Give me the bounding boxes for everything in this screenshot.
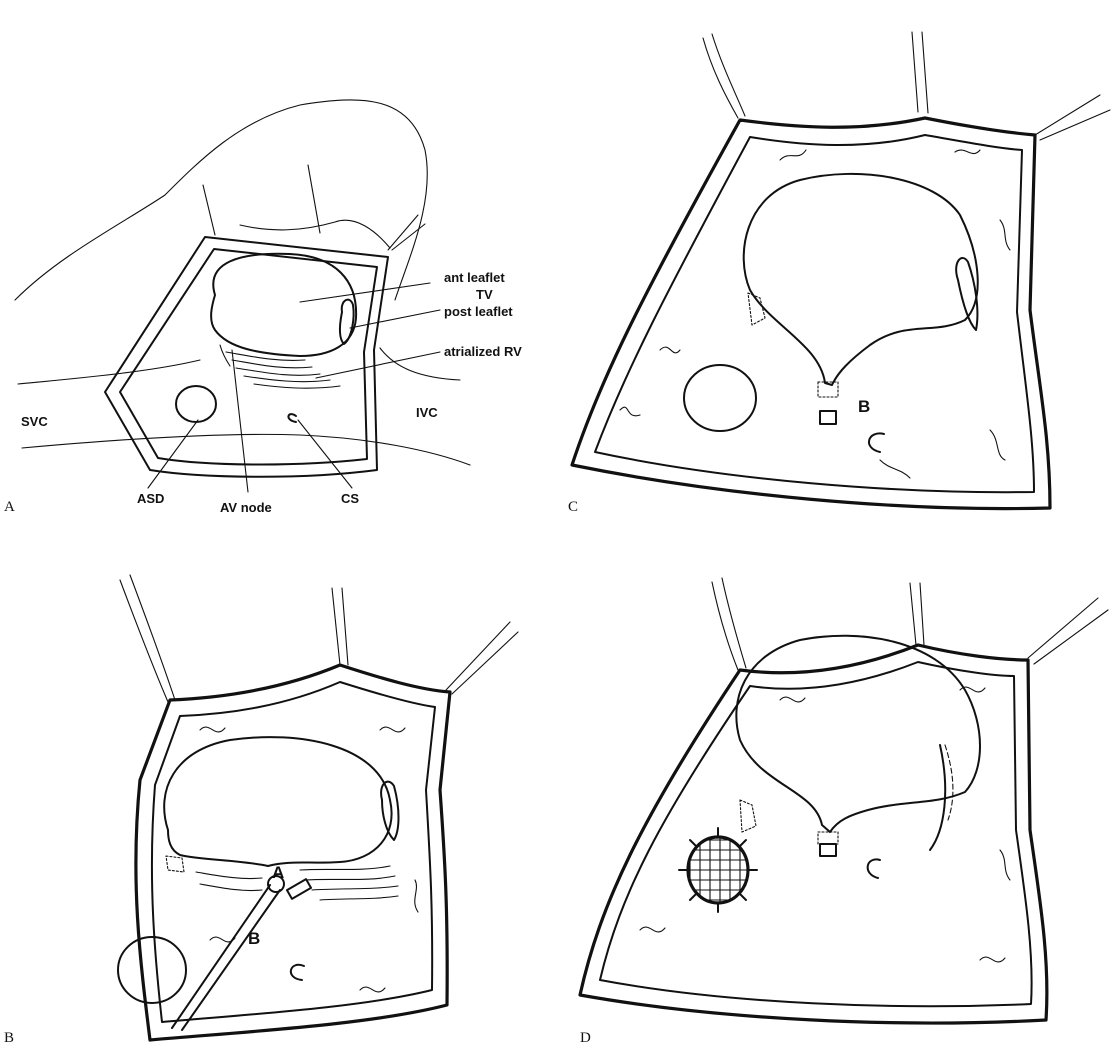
asd-defect (684, 365, 756, 431)
panel-letter-d: D (580, 1030, 591, 1046)
panel-b: A B B (4, 575, 518, 1046)
atriotomy-frame-outer (580, 645, 1047, 1023)
tissue-texture (200, 727, 418, 992)
panel-letter-a: A (4, 499, 15, 515)
tricuspid-valve-outline (164, 737, 391, 866)
retractor-line (203, 185, 215, 235)
atriotomy-frame-inner (600, 662, 1032, 1006)
coronary-sinus (869, 433, 884, 452)
pledget (820, 844, 836, 856)
label-atrialized-rv: atrialized RV (444, 344, 522, 359)
pledget (820, 411, 836, 424)
atriotomy-frame-inner (152, 682, 435, 1022)
plication-suture (748, 293, 765, 325)
posterior-leaflet (381, 782, 398, 840)
asd-patch (679, 828, 760, 912)
asd-defect (118, 937, 186, 1003)
label-ivc: IVC (416, 405, 438, 420)
tissue-texture (620, 150, 1010, 478)
label-cs: CS (341, 491, 359, 506)
panel-letter-c: C (568, 499, 578, 515)
heart-outline (15, 100, 427, 300)
asd-defect (176, 386, 216, 422)
tricuspid-valve-outline (744, 174, 978, 385)
coronary-sinus (288, 414, 296, 422)
atriotomy-frame-inner (595, 135, 1034, 492)
panel-a: ant leaflet TV post leaflet atrialized R… (4, 100, 522, 515)
panel-d: D (580, 578, 1108, 1046)
label-post-leaflet: post leaflet (444, 304, 513, 319)
atriotomy-frame-inner (120, 249, 377, 465)
marker-b-a: A (272, 863, 284, 882)
label-svc: SVC (21, 414, 48, 429)
panel-letter-b: B (4, 1030, 14, 1046)
posterior-leaflet (340, 300, 354, 344)
label-ant-leaflet: ant leaflet (444, 270, 505, 285)
pledget (287, 879, 311, 899)
atrialized-rv-hatching (220, 345, 340, 388)
tissue-texture (640, 687, 1010, 962)
label-tv: TV (476, 287, 493, 302)
label-asd: ASD (137, 491, 164, 506)
tricuspid-valve-outline (211, 254, 356, 356)
coronary-sinus (291, 965, 304, 980)
label-av-node: AV node (220, 500, 272, 515)
coronary-sinus (868, 859, 880, 878)
marker-b-b: B (248, 929, 260, 948)
marker-c-b: B (858, 397, 870, 416)
plication-line (945, 745, 953, 820)
instrument (172, 885, 270, 1028)
panel-c: B C (568, 32, 1110, 515)
